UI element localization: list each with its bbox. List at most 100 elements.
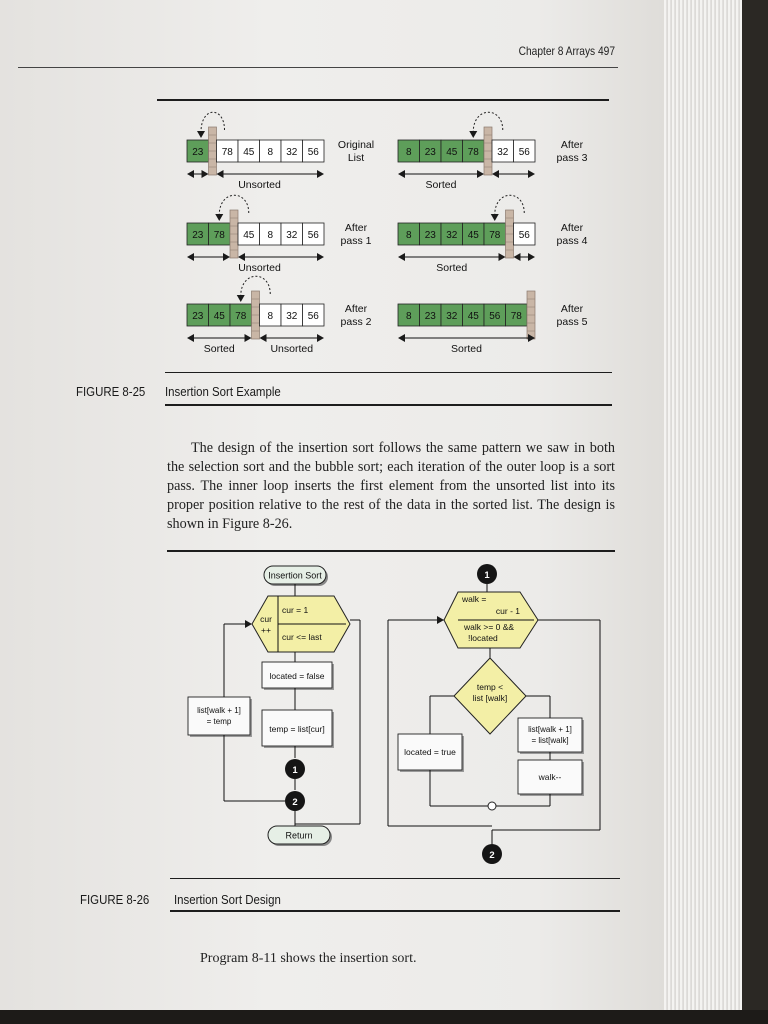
array-cell-value: 23 bbox=[425, 147, 437, 158]
unsorted-label: Unsorted bbox=[238, 262, 281, 274]
array-cell-value: 32 bbox=[286, 311, 298, 322]
figure-top-rule-2 bbox=[167, 550, 615, 552]
connector-2-left-number: 2 bbox=[292, 797, 297, 808]
arrowhead bbox=[317, 253, 324, 261]
array-cell bbox=[302, 222, 325, 246]
figure-caption-rule-top-2 bbox=[170, 878, 620, 879]
walk-decrement-box bbox=[517, 759, 583, 795]
array-cell-value: 56 bbox=[489, 311, 501, 322]
connector-1-left-number: 1 bbox=[292, 765, 298, 776]
figure-caption-rule-bottom-2 bbox=[170, 910, 620, 912]
insertion-arrow bbox=[494, 194, 525, 216]
array-cell-value: 8 bbox=[406, 311, 412, 322]
located-false-label: located = false bbox=[269, 671, 324, 681]
insertion-arrow bbox=[472, 111, 504, 133]
arrowhead bbox=[259, 334, 267, 342]
array-cell-value: 23 bbox=[192, 230, 204, 241]
arrowhead bbox=[216, 170, 224, 178]
body-paragraph: The design of the insertion sort follows… bbox=[167, 440, 615, 532]
side-assign-line1: list[walk + 1] bbox=[197, 706, 241, 715]
array-cell-value: 56 bbox=[519, 147, 531, 158]
pass-caption: pass 3 bbox=[557, 152, 588, 164]
array-cell-value: 8 bbox=[406, 147, 412, 158]
pass-caption: After bbox=[561, 139, 584, 151]
side-assign-box bbox=[187, 696, 251, 736]
pass-caption: After bbox=[561, 222, 584, 234]
arrowhead bbox=[317, 170, 324, 178]
array-cell bbox=[513, 222, 536, 246]
pass-caption: Original bbox=[338, 139, 374, 151]
running-header: Chapter 8 Arrays 497 bbox=[518, 44, 615, 58]
array-cell-value: 45 bbox=[446, 147, 458, 158]
array-cell-value: 78 bbox=[489, 230, 501, 241]
walk-cond-line1: walk >= 0 && bbox=[463, 622, 514, 632]
array-cell-value: 78 bbox=[222, 147, 234, 158]
background-bottom bbox=[0, 1010, 768, 1024]
walk-init-line1: walk = bbox=[461, 594, 486, 604]
array-cell-value: 23 bbox=[425, 230, 437, 241]
loop-back-arrowhead bbox=[245, 620, 252, 628]
insertion-arrowhead bbox=[236, 295, 245, 302]
arrowhead bbox=[528, 334, 535, 342]
located-false-box bbox=[261, 661, 333, 689]
array-cell-value: 8 bbox=[267, 311, 273, 322]
pass-caption: pass 5 bbox=[557, 316, 588, 328]
figure-title-2: Insertion Sort Design bbox=[174, 892, 281, 907]
array-cell-value: 8 bbox=[267, 147, 273, 158]
array-cell-value: 78 bbox=[235, 311, 247, 322]
footer-sentence: Program 8-11 shows the insertion sort. bbox=[200, 951, 417, 966]
arrowhead bbox=[244, 334, 252, 342]
arrowhead bbox=[528, 253, 535, 261]
pass-caption: After bbox=[561, 303, 584, 315]
array-cell-value: 78 bbox=[511, 311, 523, 322]
array-cell-value: 45 bbox=[468, 311, 480, 322]
array-cell-value: 56 bbox=[519, 230, 531, 241]
pass-caption: pass 4 bbox=[557, 235, 588, 247]
arrowhead bbox=[187, 334, 194, 342]
compare-decision bbox=[453, 657, 527, 735]
merge-point bbox=[487, 801, 497, 811]
shift-element-line2: = list[walk] bbox=[531, 736, 568, 745]
array-cell-value: 56 bbox=[308, 230, 320, 241]
array-cell-value: 78 bbox=[468, 147, 480, 158]
loop-condition: cur <= last bbox=[282, 632, 322, 642]
right-loop-arrowhead bbox=[437, 616, 444, 624]
arrowhead bbox=[492, 170, 499, 178]
array-cell-value: 8 bbox=[267, 230, 273, 241]
array-cell-value: 45 bbox=[243, 230, 255, 241]
insertion-arrow bbox=[240, 275, 271, 297]
figure-caption-rule-top bbox=[165, 372, 612, 373]
arrowhead bbox=[187, 170, 194, 178]
array-cell-value: 45 bbox=[468, 230, 480, 241]
return-terminal bbox=[267, 825, 331, 845]
insertion-arrowhead bbox=[215, 214, 224, 221]
array-cell-value: 32 bbox=[497, 147, 509, 158]
walk-init-line2: cur - 1 bbox=[496, 606, 520, 616]
connector-1-left bbox=[285, 759, 305, 779]
insertion-arrow bbox=[200, 111, 225, 133]
decision-line2: list [walk] bbox=[473, 693, 507, 703]
arrowhead bbox=[528, 170, 535, 178]
array-cell-value: 56 bbox=[308, 147, 320, 158]
array-cell-value: 45 bbox=[243, 147, 255, 158]
book-page bbox=[0, 0, 672, 1024]
figure-label-2: FIGURE 8-26 bbox=[80, 892, 150, 907]
insertion-arrowhead bbox=[197, 131, 205, 138]
unsorted-label: Unsorted bbox=[270, 343, 313, 355]
shift-element-line1: list[walk + 1] bbox=[528, 725, 572, 734]
page-edges bbox=[664, 0, 742, 1010]
start-terminal-label: Insertion Sort bbox=[268, 571, 322, 581]
return-terminal-label: Return bbox=[285, 831, 312, 841]
walk-cond-line2: !located bbox=[468, 633, 498, 643]
sorted-label: Sorted bbox=[436, 262, 467, 274]
figure-label: FIGURE 8-25 bbox=[76, 384, 146, 399]
loop-increment: ++ bbox=[261, 625, 271, 635]
array-cell-value: 23 bbox=[192, 311, 204, 322]
